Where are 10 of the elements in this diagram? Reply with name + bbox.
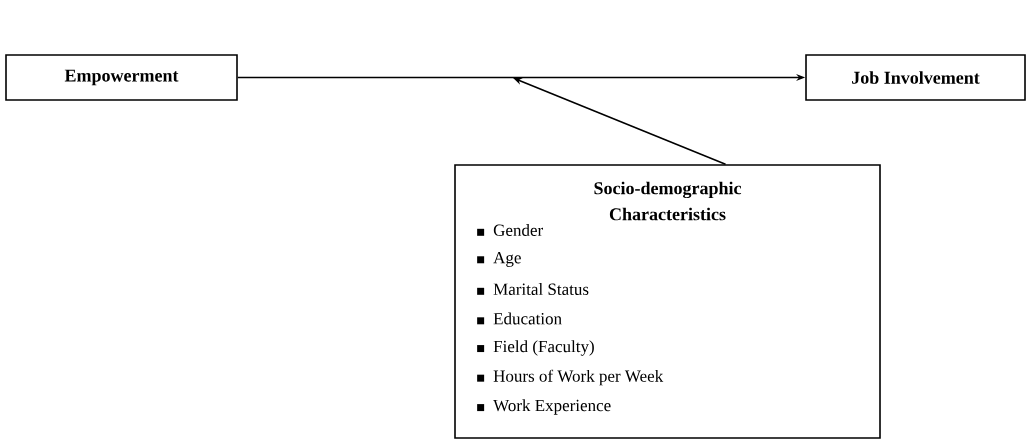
list-item: Work Experience — [477, 399, 611, 415]
box-heading: Socio-demographic Characteristics — [594, 181, 742, 221]
concept-box: Empowerment — [5, 54, 238, 101]
list-item: Education — [477, 312, 562, 325]
list-item: Marital Status — [477, 283, 589, 295]
concept-box: Job Involvement — [805, 54, 1026, 101]
list-item: Field (Faculty) — [477, 340, 594, 356]
list-item: Age — [477, 252, 521, 267]
list-item: Gender — [477, 224, 543, 236]
list-item: Hours of Work per Week — [477, 369, 664, 386]
